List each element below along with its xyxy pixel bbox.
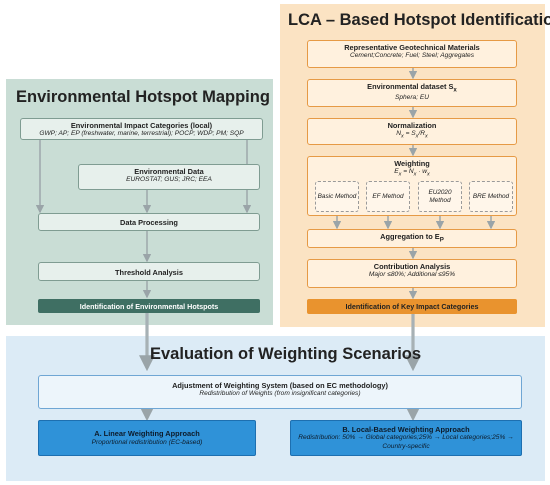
materials-box: Representative Geotechnical Materials Ce…: [307, 40, 517, 68]
contribution-detail: Major ≤80%; Additional ≤95%: [368, 271, 456, 279]
adjustment-box: Adjustment of Weighting System (based on…: [38, 375, 522, 409]
key-impact-categories-label: Identification of Key Impact Categories: [345, 302, 479, 311]
adjustment-detail: Redistribution of Weights (from insignif…: [199, 390, 361, 398]
dataset-detail: Sphera; EU: [394, 94, 430, 102]
approach-a-title: A. Linear Weighting Approach: [94, 429, 200, 439]
environmental-data-box: Environmental Data EUROSTAT; GUS; JRC; E…: [78, 164, 260, 190]
impact-categories-title: Environmental Impact Categories (local): [70, 121, 213, 130]
right-panel-title: LCA – Based Hotspot Identification: [288, 11, 550, 29]
approach-b-detail: Redistribution: 50% → Global categories;…: [298, 434, 514, 450]
materials-detail: Cement;Concrete; Fuel; Steel; Aggregates: [349, 52, 474, 60]
normalization-title: Normalization: [387, 121, 437, 130]
environmental-data-detail: EUROSTAT; GUS; JRC; EEA: [126, 176, 212, 184]
normalization-box: Normalization Nx = Sx/Rx: [307, 118, 517, 145]
threshold-analysis-label: Threshold Analysis: [115, 267, 183, 277]
approach-a-box: A. Linear Weighting Approach Proportiona…: [38, 420, 256, 456]
weighting-formula: Ex = Nx · wx: [394, 168, 430, 178]
approach-a-detail: Proportional redistribution (EC-based): [91, 438, 203, 446]
approach-b-box: B. Local-Based Weighting Approach Redist…: [290, 420, 522, 456]
approach-b-title: B. Local-Based Weighting Approach: [342, 425, 470, 435]
left-panel-title: Environmental Hotspot Mapping: [16, 88, 270, 106]
ef-method-box: EF Method: [366, 181, 410, 212]
bre-method-box: BRE Method: [469, 181, 513, 212]
dataset-box: Environmental dataset Sx Sphera; EU: [307, 79, 517, 107]
contribution-analysis-box: Contribution Analysis Major ≤80%; Additi…: [307, 259, 517, 288]
impact-categories-box: Environmental Impact Categories (local) …: [20, 118, 263, 140]
weighting-title: Weighting: [394, 159, 430, 168]
aggregation-box: Aggregation to EP: [307, 229, 517, 248]
bottom-panel-title: Evaluation of Weighting Scenarios: [150, 345, 422, 363]
contribution-title: Contribution Analysis: [373, 262, 451, 271]
dataset-title: Environmental dataset Sx: [367, 82, 457, 94]
eu2020-method-box: EU2020 Method: [418, 181, 462, 212]
environmental-hotspots-box: Identification of Environmental Hotspots: [38, 299, 260, 313]
aggregation-title: Aggregation to EP: [380, 232, 444, 244]
impact-categories-detail: GWP; AP; EP (freshwater, marine, terrest…: [39, 130, 244, 138]
adjustment-title: Adjustment of Weighting System (based on…: [172, 381, 388, 390]
key-impact-categories-box: Identification of Key Impact Categories: [307, 299, 517, 314]
environmental-data-title: Environmental Data: [134, 167, 204, 176]
normalization-formula: Nx = Sx/Rx: [396, 130, 428, 140]
data-processing-box: Data Processing: [38, 213, 260, 231]
environmental-hotspots-label: Identification of Environmental Hotspots: [79, 301, 219, 311]
data-processing-label: Data Processing: [120, 218, 178, 228]
materials-title: Representative Geotechnical Materials: [344, 43, 480, 52]
basic-method-box: Basic Method: [315, 181, 359, 212]
threshold-analysis-box: Threshold Analysis: [38, 262, 260, 281]
